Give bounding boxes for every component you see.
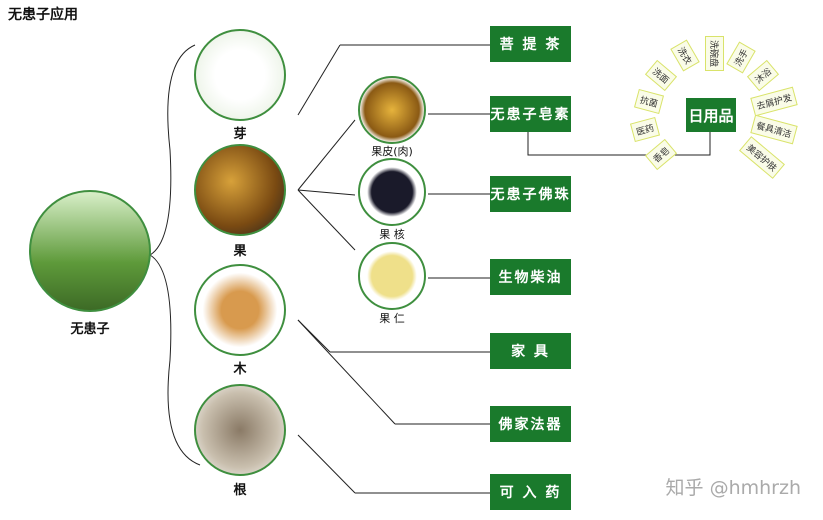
part-label-fruit: 果 xyxy=(233,244,247,259)
part-label-root: 根 xyxy=(233,483,247,498)
seed-image xyxy=(358,158,426,226)
product-biodiesel: 生物柴油 xyxy=(490,259,571,295)
fan-item: 洗碗盘 xyxy=(705,35,725,72)
daily-use-label: 日用品 xyxy=(686,98,736,132)
product-beads: 无患子佛珠 xyxy=(490,176,571,212)
part-label-wood: 木 xyxy=(233,362,247,377)
part-label-bud: 芽 xyxy=(233,127,247,142)
fruit-part-kernel-label: 果 仁 xyxy=(379,312,405,325)
root-circle-image xyxy=(29,190,151,312)
root-label: 无患子 xyxy=(70,322,110,337)
product-buddhist-items: 佛家法器 xyxy=(490,406,571,442)
root-part-image xyxy=(194,384,286,476)
kernel-image xyxy=(358,242,426,310)
watermark: 知乎 @hmhrzh xyxy=(665,477,801,499)
product-furniture: 家 具 xyxy=(490,333,571,369)
product-medicine: 可 入 药 xyxy=(490,474,571,510)
fruit-part-seed-label: 果 核 xyxy=(379,228,405,241)
product-tea: 菩 提 茶 xyxy=(490,26,571,62)
fruit-part-peel-label: 果皮(肉) xyxy=(371,145,413,158)
wood-image xyxy=(194,264,286,356)
diagram-title: 无患子应用 xyxy=(8,7,78,23)
fruit-image xyxy=(194,144,286,236)
bud-image xyxy=(194,29,286,121)
product-saponin: 无患子皂素 xyxy=(490,96,571,132)
peel-image xyxy=(358,76,426,144)
